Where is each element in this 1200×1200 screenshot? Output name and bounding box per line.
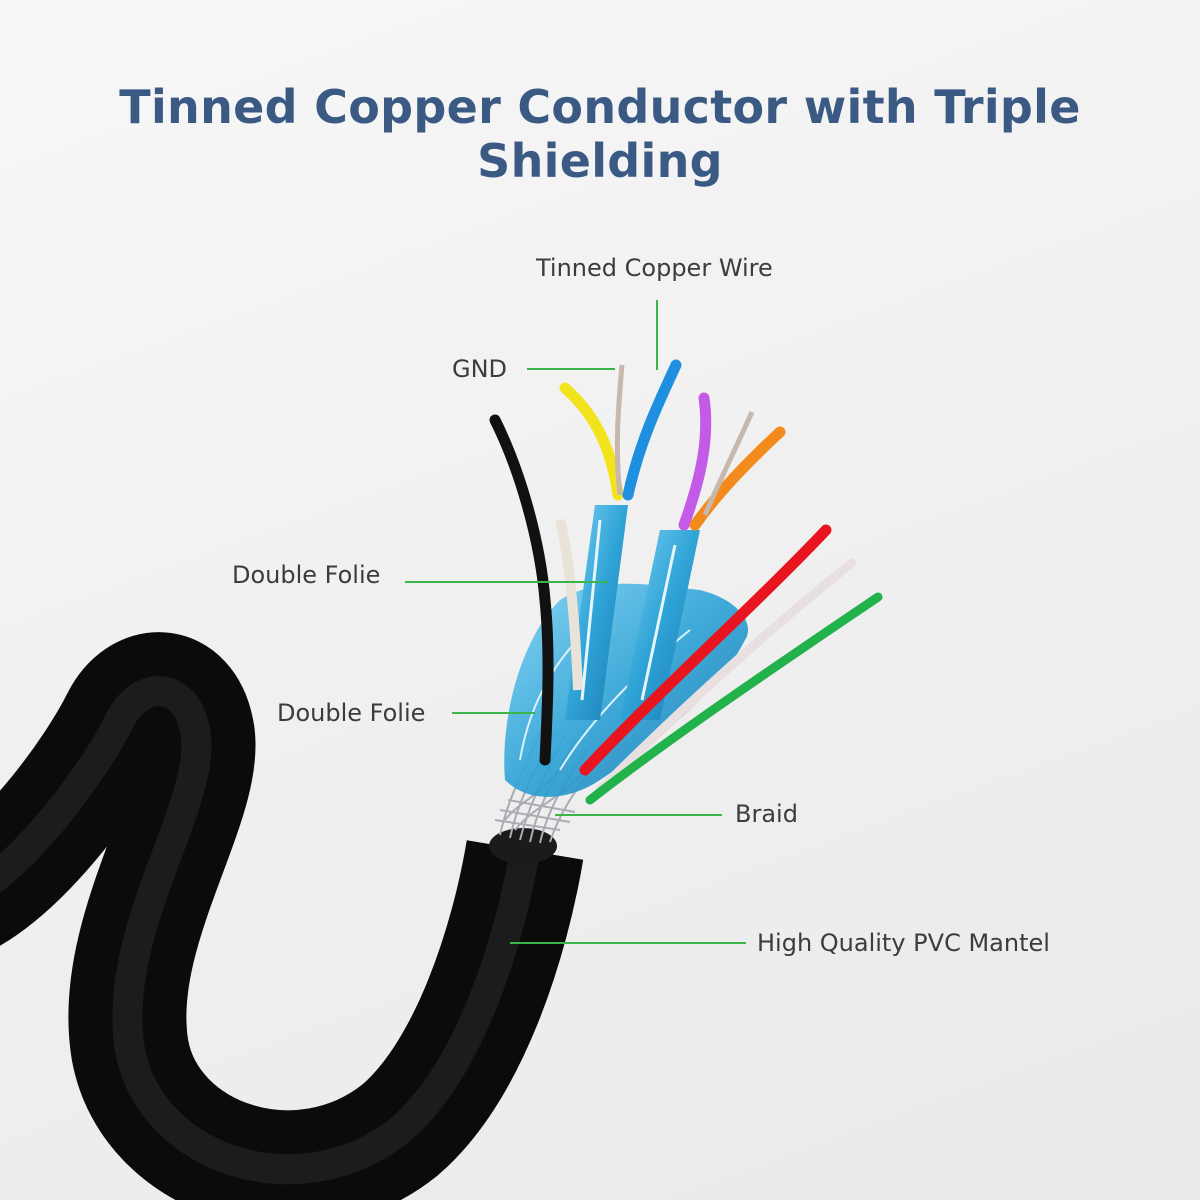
leader-lines (405, 300, 746, 944)
label-gnd: GND (452, 355, 508, 383)
ground-wire-black (489, 414, 554, 766)
inner-foil (555, 505, 700, 720)
label-pvc-mantel: High Quality PVC Mantel (757, 929, 1050, 957)
page-title: Tinned Copper Conductor with Triple Shie… (119, 80, 1081, 188)
label-braid: Braid (735, 800, 798, 828)
drain-wire-silver-2 (702, 410, 755, 516)
drain-wire-silver-1 (614, 364, 625, 496)
wire-purple (678, 392, 712, 531)
label-tinned-copper-wire: Tinned Copper Wire (536, 254, 773, 282)
wire-white (595, 558, 857, 795)
wire-blue (622, 359, 682, 501)
label-double-folie-lower: Double Folie (277, 699, 426, 727)
label-double-folie-upper: Double Folie (232, 561, 381, 589)
wire-red (579, 524, 832, 776)
cable-jacket (0, 632, 584, 1200)
wire-green (585, 592, 883, 805)
wire-yellow (559, 382, 624, 501)
